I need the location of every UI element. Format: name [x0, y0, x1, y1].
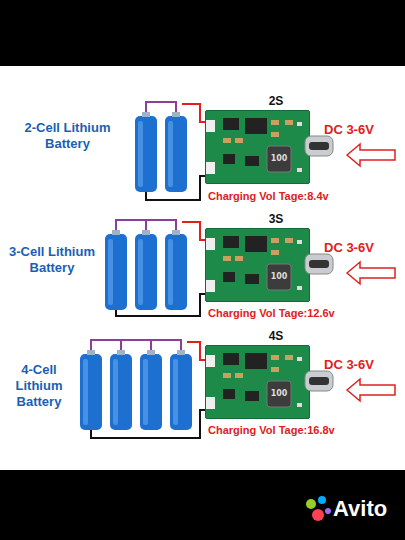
input-voltage: DC 3-6V: [324, 122, 374, 137]
input-arrow: [347, 262, 395, 284]
top-band: [0, 0, 405, 66]
bottom-band: [0, 470, 405, 540]
charger-board: 4S: [205, 345, 310, 419]
charger-board: 3S: [205, 228, 310, 302]
battery-pack: [135, 102, 207, 200]
watermark-logo: [306, 496, 331, 521]
board-type-label: 3S: [256, 212, 296, 226]
battery-label: 3-Cell Lithium Battery: [2, 244, 102, 276]
inductor-marking: 100: [267, 389, 291, 398]
charging-voltage: Charging Vol Tage:12.6v: [208, 307, 335, 319]
battery-pack: [80, 340, 207, 438]
inductor-marking: 100: [267, 154, 291, 163]
input-voltage: DC 3-6V: [324, 357, 374, 372]
battery-label: 2-Cell Lithium Battery: [5, 120, 130, 152]
board-type-label: 2S: [256, 94, 296, 108]
charger-board: 2S: [205, 110, 310, 184]
battery-label: 4-Cell Lithium Battery: [4, 362, 74, 410]
input-arrow: [347, 379, 395, 401]
input-arrow: [347, 144, 395, 166]
charging-voltage: Charging Vol Tage:8.4v: [208, 190, 329, 202]
input-voltage: DC 3-6V: [324, 240, 374, 255]
battery-pack: [105, 220, 207, 316]
charging-voltage: Charging Vol Tage:16.8v: [208, 424, 335, 436]
board-type-label: 4S: [256, 329, 296, 343]
inductor-marking: 100: [267, 272, 291, 281]
watermark: Avito: [333, 496, 387, 522]
